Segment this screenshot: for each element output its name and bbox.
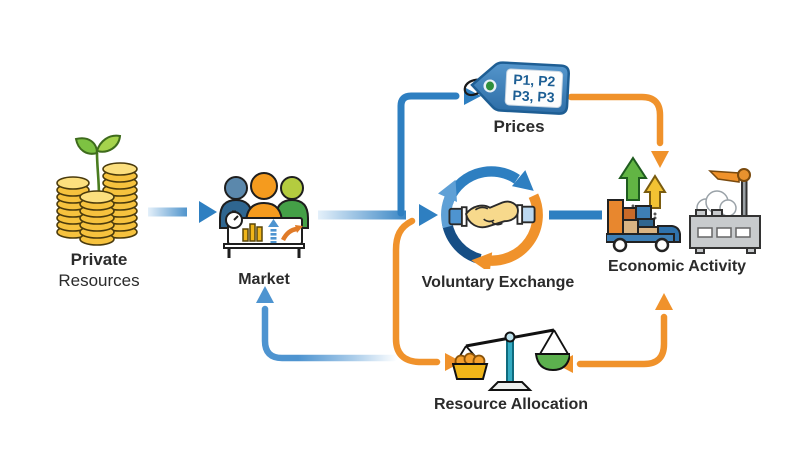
growth-swoosh-icon (280, 225, 303, 242)
windsock-flag (708, 170, 740, 183)
market-people-icon (219, 172, 309, 258)
scale-pivot (504, 331, 516, 343)
label-private-resources: Private Resources (58, 250, 140, 290)
factory-windows (697, 227, 751, 238)
cargo-boxes (607, 199, 659, 235)
table-top (223, 243, 305, 249)
balance-scale-icon (452, 328, 570, 391)
person-green-head (280, 176, 304, 200)
person-orange-head (250, 172, 278, 200)
sprout-leaf-left (74, 137, 99, 155)
handshake-icon (448, 200, 536, 229)
yellow-growth-arrow (643, 174, 667, 209)
up-arrow-icon (268, 219, 279, 244)
tag-text-line2: P3, P3 (512, 87, 555, 105)
green-growth-arrow (618, 156, 648, 201)
edge-market-to-resource-allocation (392, 217, 462, 371)
label-resource-allocation: Resource Allocation (433, 396, 589, 413)
truck (606, 225, 681, 253)
label-prices: Prices (493, 117, 545, 136)
right-bowl (534, 353, 570, 372)
table-legs (227, 248, 301, 258)
label-market: Market (238, 271, 290, 288)
price-tag-icon: P1, P2 P3, P3 (463, 61, 570, 115)
sprout-leaf-right (95, 134, 122, 153)
tag-text-line1: P1, P2 (513, 71, 556, 89)
bar-chart-icon (242, 223, 263, 242)
edge-resource-allocation-to-market (256, 286, 398, 362)
edge-resource-allocation-economic-activity (556, 293, 673, 373)
tag-hole (485, 81, 494, 91)
person-blue-head (224, 176, 248, 200)
label-voluntary-exchange: Voluntary Exchange (421, 274, 575, 291)
scale-base (487, 381, 533, 391)
handshake-cycle-icon (438, 166, 543, 269)
edge-market-to-voluntary-exchange (318, 204, 438, 226)
factory (689, 168, 761, 254)
tag-panel (504, 68, 564, 108)
scale-pole (506, 336, 514, 383)
left-basket-goods (452, 352, 489, 380)
flag-pole (741, 179, 748, 217)
label-economic-activity: Economic Activity (607, 258, 747, 275)
right-strings (539, 329, 569, 355)
edge-prices-to-economic-activity (567, 93, 669, 168)
coin-stack-front (79, 190, 115, 246)
edge-private-resources-to-market (148, 201, 217, 223)
factory-truck-growth-icon (606, 156, 761, 254)
coin-stacks-with-sprout-icon (56, 134, 138, 246)
flag-ball (737, 168, 751, 182)
